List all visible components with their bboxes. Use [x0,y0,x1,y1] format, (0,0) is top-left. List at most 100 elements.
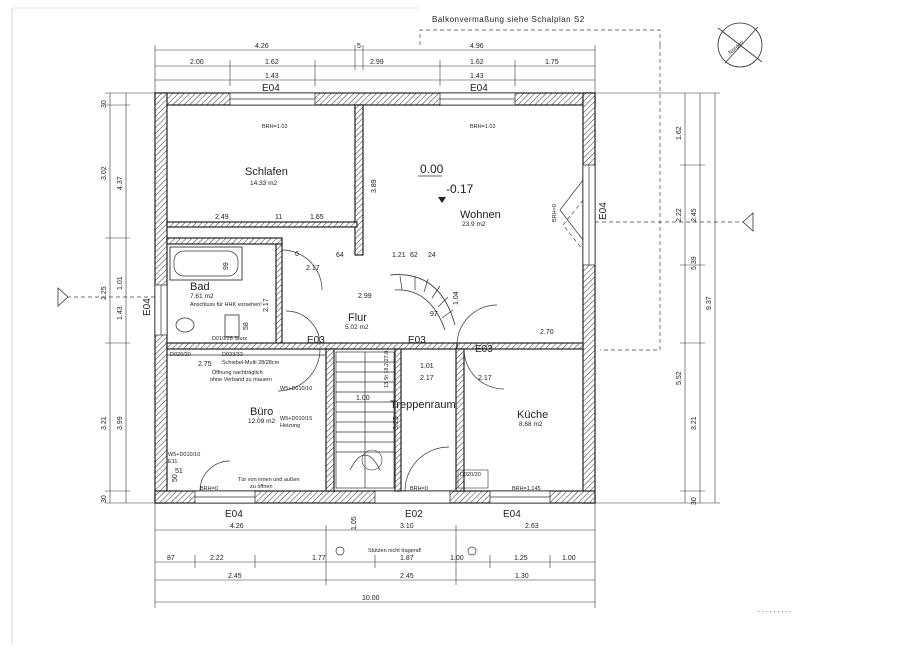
dim-left-r1-3: 2.25 [101,286,108,300]
room-kueche-name: Küche [517,409,548,421]
room-buero-area: 12.09 m2 [248,418,275,425]
note-stairs: 13 St 18.2/27.0 [384,351,390,388]
dim-bottom-r2-1: 87 [167,555,175,562]
door-swing-buero-out [199,460,231,492]
note-bad-anschluss: Anschluss für HHK vorsehen! [190,302,262,308]
curved-stair [389,274,456,331]
window-swing-wohnen [559,179,584,241]
wall-buero-treppe [325,348,335,492]
tag-e03-flur: E03 [408,335,426,346]
dim-treppe-100: 1.00 [356,395,370,402]
dim-right-r1-1: 1.62 [676,126,683,140]
note-d033: D033/33 [222,352,243,358]
dim-door-3: 2.17 [420,375,434,382]
dim-bottom-r1-2: 3.10 [400,523,414,530]
dim-flur-w: 2.99 [358,293,372,300]
dims-right-lines [595,92,720,504]
dim-door-1: 2.17 [306,265,320,272]
dim-door-4: 2.17 [478,375,492,382]
dim-door-104: 1.04 [453,291,460,305]
room-wohnen-area: 23.9 m2 [462,221,486,228]
dim-bottom-r2-3: 1.77 [312,555,326,562]
dim-bottom-r2-6: 1.25 [514,555,528,562]
note-w5-2: E11 [168,459,177,465]
dim-schlafen-w: 2.49 [215,214,229,221]
dim-left-r1-1: 30 [101,100,108,108]
dim-top-3: 4.96 [470,43,484,50]
toilet [175,317,195,333]
room-flur-area: 5.02 m2 [345,324,369,331]
dim-treppe-h: 3.25 [393,416,400,430]
note-w5-1: W5+D010/10 [168,452,200,458]
dim-top-r3-1: 1.43 [265,73,279,80]
dim-left-r1-2: 3.02 [101,166,108,180]
dim-fenster-105: 1.05 [351,516,358,530]
dim-bottom-r2-5: 1.00 [450,555,464,562]
dim-left-r1-6: 30 [101,495,108,503]
wall-schlafen-bottom [166,221,358,228]
dim-buero-w: 2.75 [198,361,212,368]
dim-bottom-r4-1: 10.00 [362,595,380,602]
brh-buero: BRH=0 [200,486,218,492]
dim-left-r2-3: 3.99 [117,416,124,430]
balcony-outline-top [419,29,661,45]
dim-bottom-r2-2: 2.22 [210,555,224,562]
dim-bad-58: 58 [243,322,250,330]
brh-wohnen: BRH=1.02 [470,124,496,130]
tag-e03-kueche: E03 [475,344,493,355]
level-marker [438,197,446,203]
dim-schlafen-w2: 1.65 [310,214,324,221]
dim-bottom-r3-1: 2.45 [228,573,242,580]
dim-right-r2-1: 2.45 [691,208,698,222]
wall-bad-top [166,237,283,245]
dim-top-2: 5 [357,43,361,50]
wall-bad-right [275,243,283,345]
door-swing-bad [285,310,321,346]
header-note: Balkonvermaßung siehe Schalplan S2 [432,15,585,24]
dim-right-r2-3: 30 [691,497,698,505]
level-bottom: -0.17 [446,182,474,196]
note-wand-sturz: D010/28 Sturz [212,336,247,342]
door-swing-1 [281,249,323,291]
dim-left-r2-1: 4.37 [117,176,124,190]
room-schlafen-name: Schlafen [245,166,288,178]
dim-bad-6: 6 [295,251,299,258]
door-entrance [374,490,451,504]
dim-bottom-r2-7: 1.00 [562,555,576,562]
dims-bottom-lines [154,503,596,608]
room-wohnen-name: Wohnen [460,209,501,221]
dim-door-101: 1.01 [420,363,434,370]
dim-top-1: 4.26 [255,43,269,50]
kueche-appliance [457,469,489,489]
brh-wohnen-right: BRH=0 [552,204,558,222]
tag-e04-buero: E04 [225,509,243,520]
dims-left-lines [105,92,155,504]
note-stuetzen: Stützen nicht tragend! [368,548,422,554]
wall-treppe-inner [394,348,402,492]
door-swing-wohnen [456,304,498,346]
dim-top-r3-2: 1.43 [470,73,484,80]
room-flur-name: Flur [348,312,367,324]
tag-e03-bad: E03 [307,335,325,346]
note-oeffnung: Öffnung nachträglich [212,369,263,376]
dim-door-2: 2.17 [263,298,270,312]
dim-schlafen-h: 3.89 [371,179,378,193]
note-heizung: W5+D010/15 [280,416,312,422]
dim-right-r2-2: 5.39 [691,256,698,270]
dim-top-r2-2: 1.62 [265,59,279,66]
bathtub [169,246,243,281]
outer-wall-right [582,92,596,504]
dims-top-lines [154,45,596,93]
tag-e04-kueche: E04 [503,509,521,520]
dim-flur-97: 97 [430,311,438,318]
dim-bottom-r3-3: 1.30 [515,573,529,580]
dim-wohn-24: 24 [428,252,436,259]
door-swing-buero [277,348,321,392]
outer-wall-top [154,92,596,106]
room-schlafen-area: 14.33 m2 [250,180,277,187]
room-kueche-area: 8.68 m2 [519,421,543,428]
door-swing-entrance [404,446,450,492]
room-buero-name: Büro [250,406,273,418]
note-d020-kueche: D020/20 [460,472,481,478]
wall-schlafen-wohnen [354,104,364,256]
